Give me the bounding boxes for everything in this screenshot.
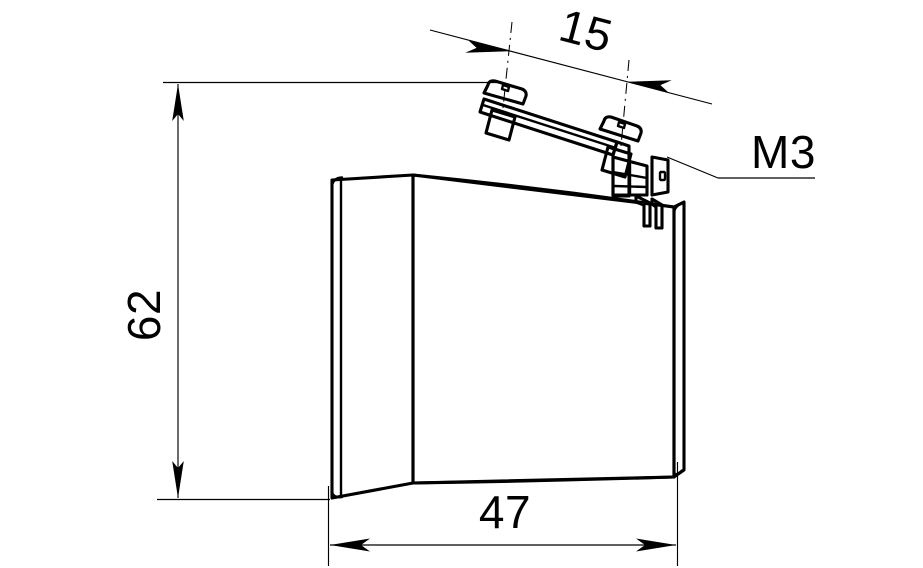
rear-collar-outline <box>330 173 415 500</box>
arrowhead-oblique-left <box>465 40 510 53</box>
screw-right-shank <box>600 145 633 179</box>
contact-plate-notch <box>658 170 667 182</box>
housing-bottom-edge <box>411 475 676 485</box>
terminal-block <box>611 155 670 230</box>
terminal-tab-right <box>650 197 664 230</box>
extension-line-screw-right <box>620 59 630 147</box>
screw-left-shank <box>484 108 517 142</box>
screw-right <box>598 115 643 179</box>
annotation-label-m3: M3 <box>751 126 816 178</box>
arrowhead-left <box>330 538 370 552</box>
contact-plate <box>650 155 670 197</box>
dimension-height-62: 62 <box>118 84 184 498</box>
screw-left <box>482 79 528 142</box>
terminal-block-outline <box>611 155 649 197</box>
front-flange-face <box>672 200 686 479</box>
main-housing-outline <box>411 173 676 485</box>
extension-lines <box>157 81 679 566</box>
extension-line-screw-left <box>502 21 513 109</box>
terminal-tab-left <box>634 194 652 228</box>
dimension-label-height: 62 <box>118 289 170 341</box>
rear-collar-corner-bottom <box>330 490 344 499</box>
screw-left-slot <box>500 83 511 93</box>
bracket-rail-inner-line <box>481 103 618 150</box>
dimension-line-oblique <box>429 29 713 105</box>
rear-collar-corner-top <box>330 176 344 188</box>
screw-right-slot <box>616 120 627 130</box>
arrowhead-up <box>172 84 184 121</box>
dimension-label-spacing: 15 <box>554 0 618 62</box>
mounting-bracket-assembly <box>478 79 670 230</box>
front-flange-corner-bottom <box>672 469 684 476</box>
front-flange-corner-top <box>672 202 684 214</box>
part-body <box>330 173 686 500</box>
dimension-width-47: 47 <box>330 486 676 552</box>
leader-line-segment-1 <box>666 156 719 179</box>
dimension-label-width: 47 <box>479 486 531 538</box>
arrowhead-down <box>172 461 184 498</box>
annotation-thread-m3: M3 <box>666 126 816 179</box>
dimension-spacing-15: 15 <box>429 0 713 147</box>
screw-right-head <box>598 115 643 143</box>
arrowhead-oblique-right <box>627 80 672 93</box>
arrowhead-right <box>636 538 676 552</box>
screw-left-head <box>482 79 528 106</box>
